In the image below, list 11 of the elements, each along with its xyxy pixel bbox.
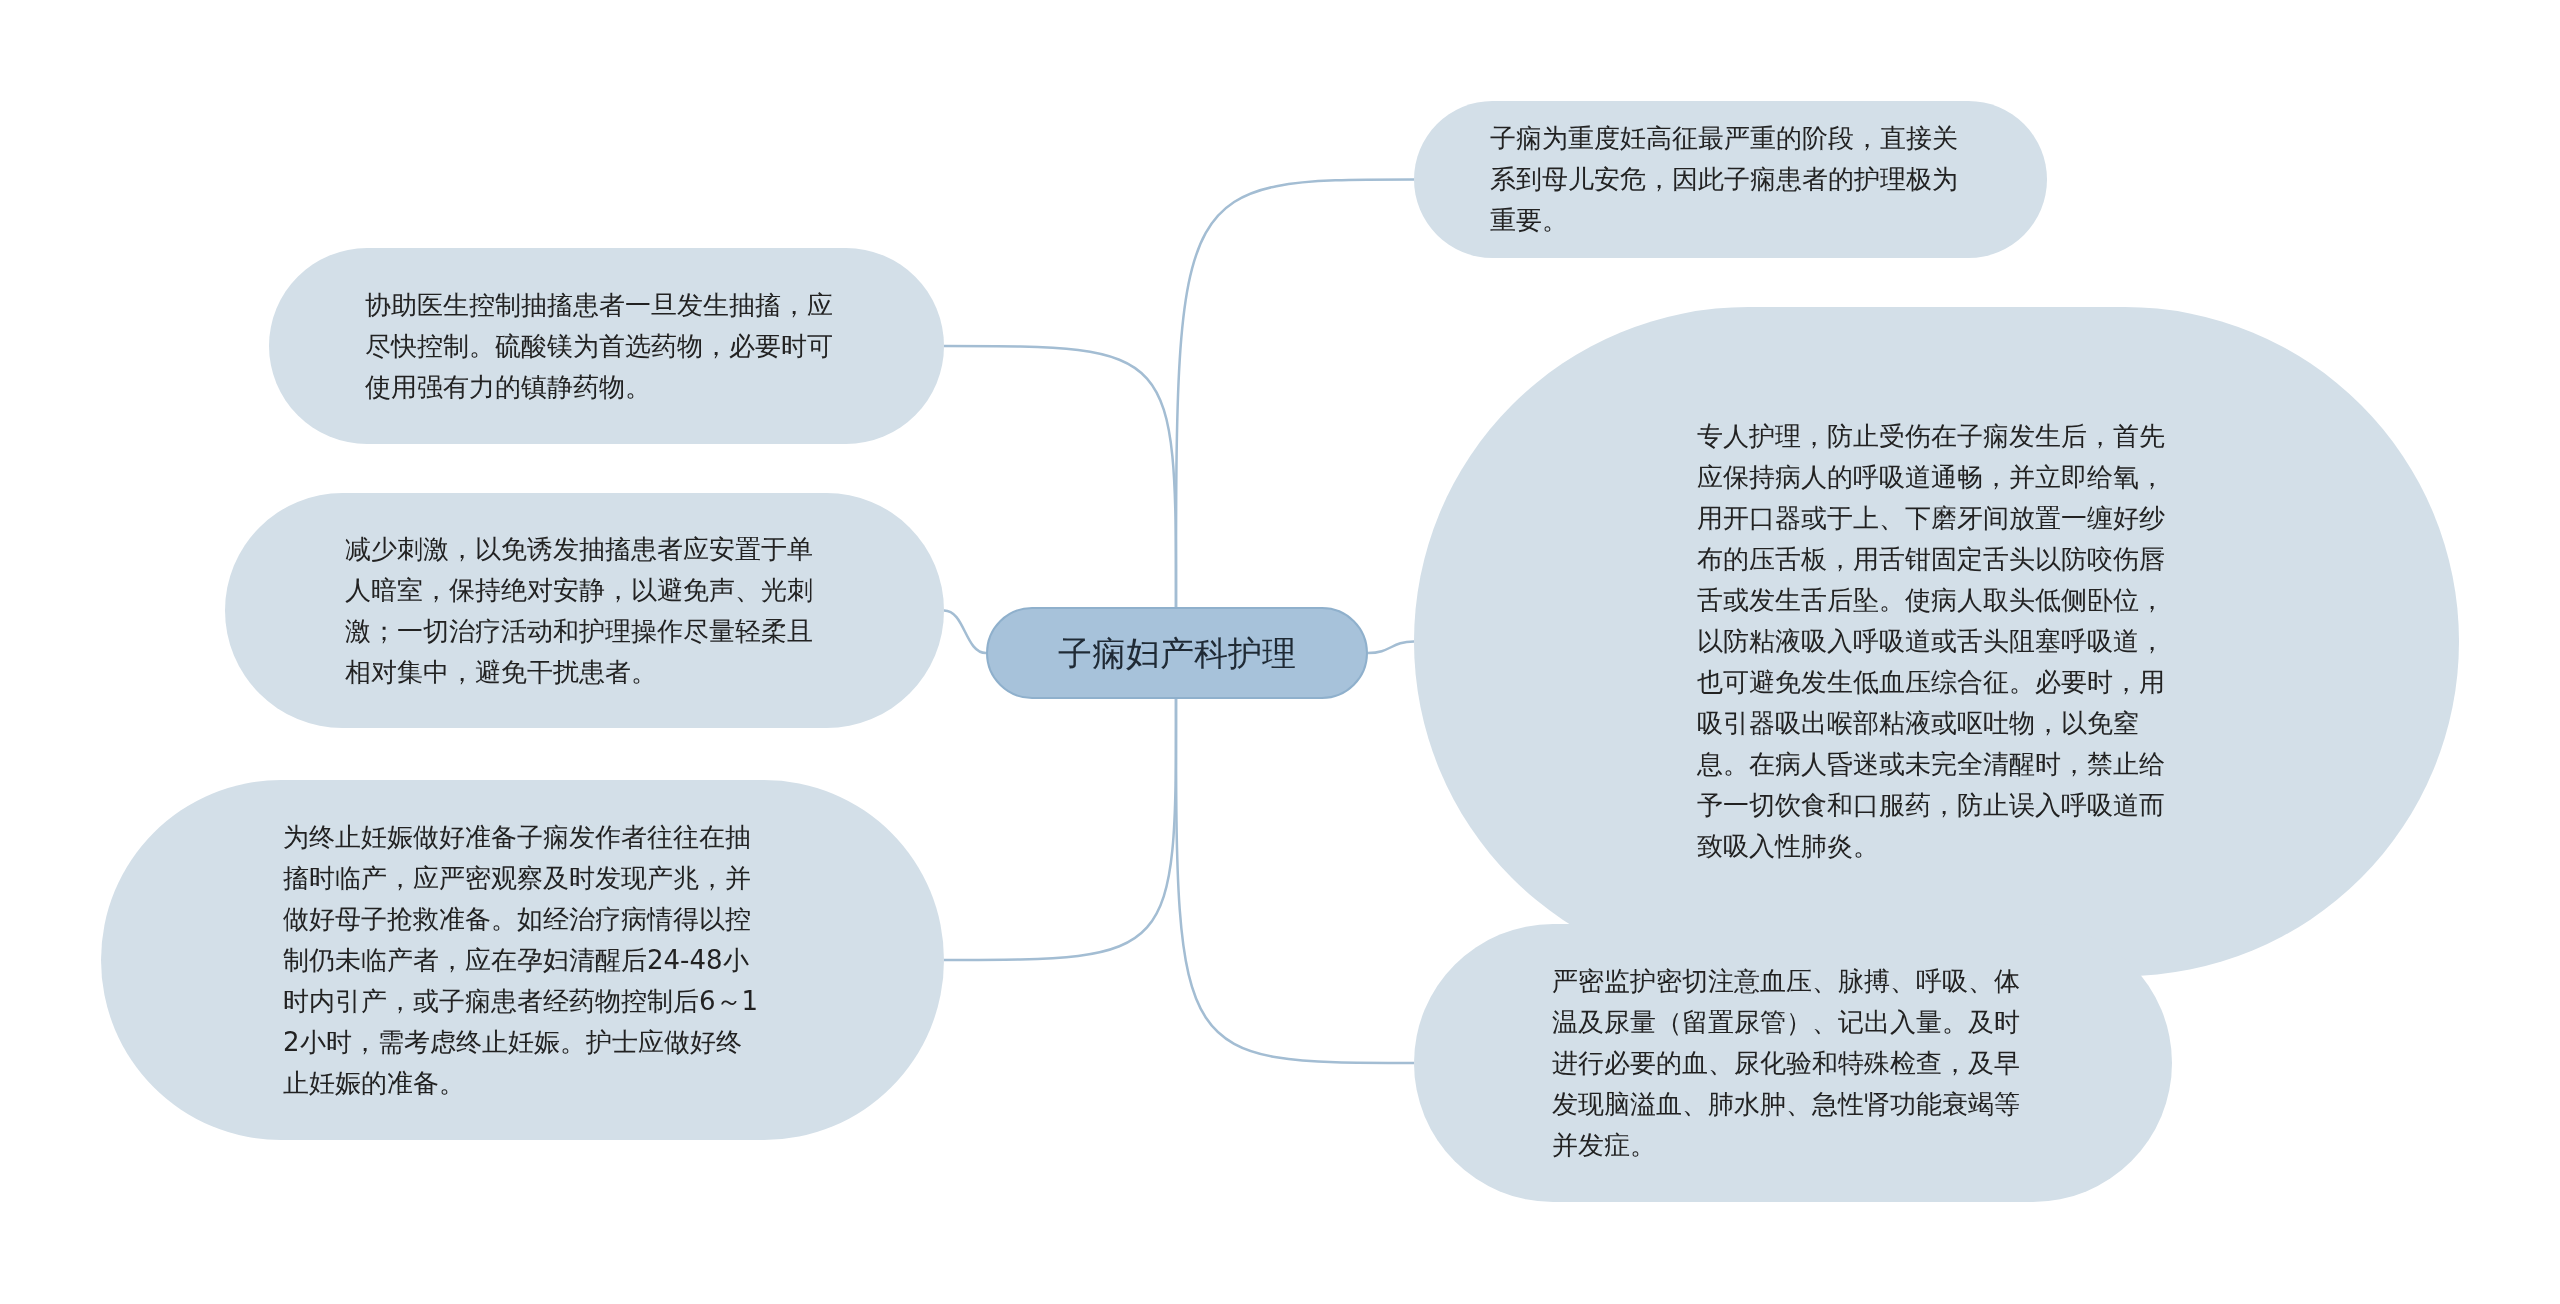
connector-line <box>1367 640 1415 655</box>
topic-text: 协助医生控制抽搐患者一旦发生抽搐，应尽快控制。硫酸镁为首选药物，必要时可使用强有力的镇静药物。 <box>365 288 834 404</box>
topic-text: 严密监护密切注意血压、脉搏、呼吸、体温及尿量（留置尿管）、记出入量。及时进行必要的血、尿化验和特殊检查，及早发现脑溢血、肺水肿、急性肾功能衰竭等并发症。 <box>1552 964 2021 1162</box>
topic-text: 为终止妊娠做好准备子痫发作者往往在抽搐时临产，应严密观察及时发现产兆，并做好母子抢救准备。如经治疗病情得以控制仍未临产者，应在孕妇清醒后24-48小时内引产，或子痫患者经药物控制后6～12小时，需考虑终止妊娠。护士应做好终止妊娠的准备。 <box>283 820 760 1100</box>
connector-line <box>1174 699 1414 1065</box>
topic-text: 专人护理，防止受伤在子痫发生后，首先应保持病人的呼吸道通畅，并立即给氧，用开口器或于上、下磨牙间放置一缠好纱布的压舌板，用舌钳固定舌头以防咬伤唇舌或发生舌后坠。使病人取头低侧卧位，以防粘液吸入呼吸道或舌头阻塞呼吸道，也可避免发生低血压综合征。必要时，用吸引器吸出喉部粘液或呕吐物，以免窒息。在病人昏迷或未完全清醒时，禁止给予一切饮食和口服药，防止误入呼吸道而致吸入性肺炎。 <box>1697 420 2166 863</box>
connector-line <box>943 609 987 655</box>
topic-text: 子痫为重度妊高征最严重的阶段，直接关系到母儿安危，因此子痫患者的护理极为重要。 <box>1490 122 1959 237</box>
connector-line <box>1174 178 1414 607</box>
topic-text: 减少刺激，以免诱发抽搐患者应安置于单人暗室，保持绝对安静，以避免声、光刺激；一切治疗活动和护理操作尽量轻柔且相对集中，避免干扰患者。 <box>345 532 814 689</box>
central-topic-text: 子痫妇产科护理 <box>1058 631 1296 675</box>
